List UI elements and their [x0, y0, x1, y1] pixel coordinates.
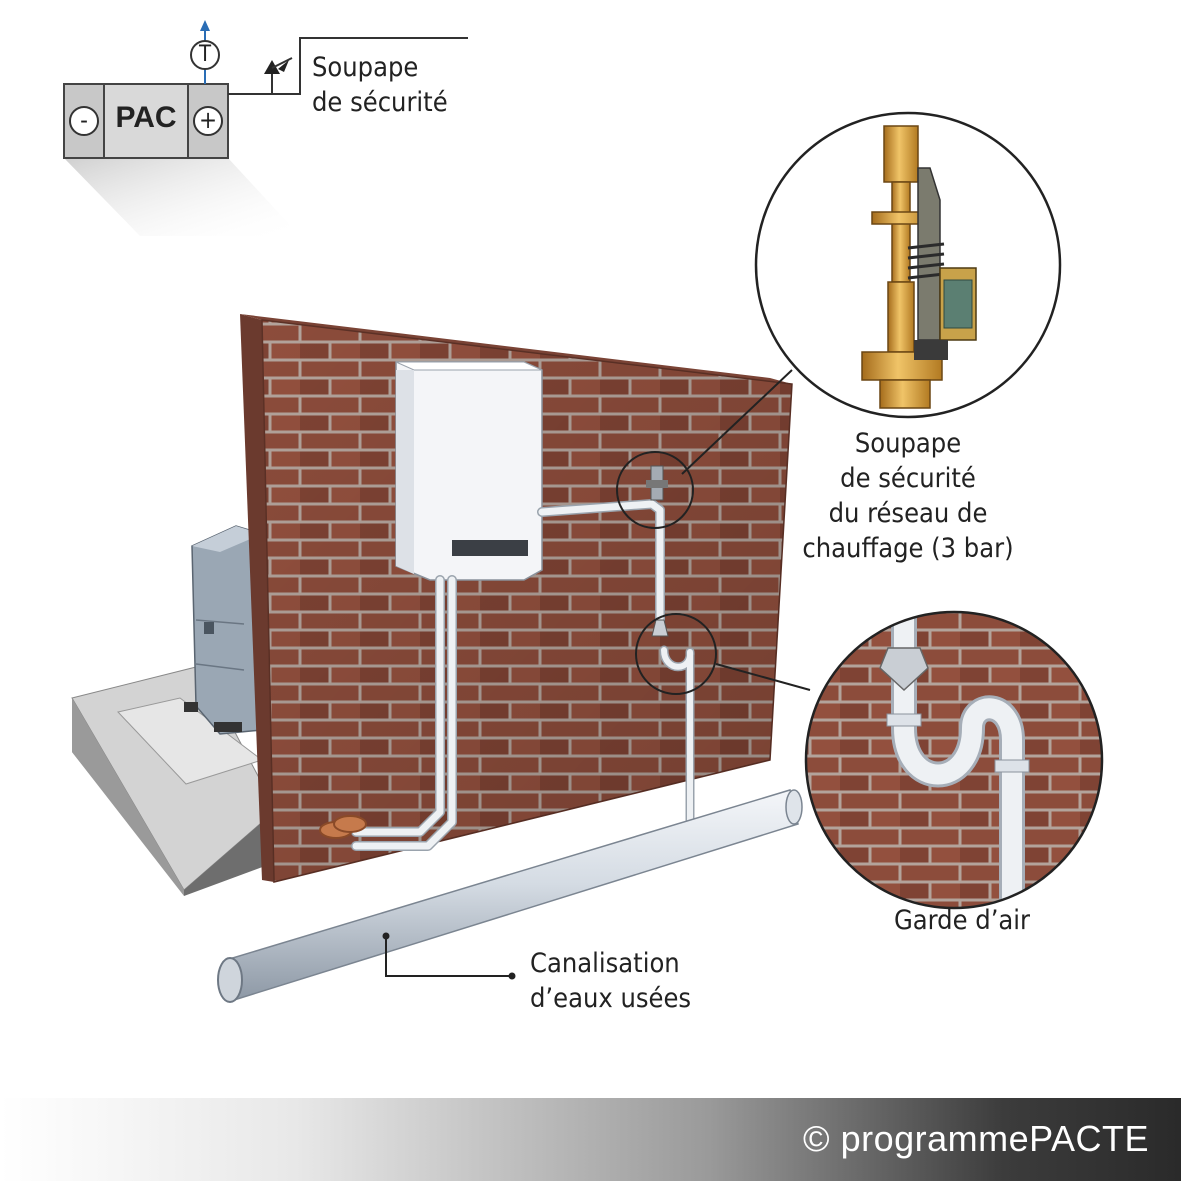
pac-label: PAC — [115, 101, 177, 134]
up-arrow-icon — [200, 20, 210, 31]
minus-label: - — [80, 106, 88, 134]
thermometer-icon — [190, 40, 220, 70]
thermometer-label: T — [198, 42, 212, 67]
legend-diagram — [63, 20, 468, 236]
boiler — [395, 361, 543, 581]
boiler-display — [452, 540, 528, 556]
airgap-callout-label: Garde d’air — [893, 905, 1031, 936]
pipes — [319, 499, 695, 851]
copyright-text: © programmePACTE — [803, 1118, 1149, 1159]
footer-bar: © programmePACTE — [0, 1098, 1181, 1181]
wall-safety-valve — [646, 465, 669, 637]
funnel-icon — [879, 647, 929, 692]
valve-zoom — [754, 111, 1062, 419]
drain-pipe — [217, 789, 803, 1003]
legend-valve-label: Soupape de sécurité — [312, 52, 448, 118]
drain-callout-label: Canalisation d’eaux usées — [530, 948, 692, 1014]
valve-callout-label: Soupape de sécurité du réseau de chauffa… — [802, 428, 1014, 564]
valve-callout-ring — [616, 451, 694, 529]
airgap-callout-ring — [635, 613, 717, 695]
airgap-zoom — [804, 610, 1104, 910]
minus-port — [69, 106, 99, 136]
plus-label: + — [198, 106, 218, 134]
brick-wall — [240, 314, 793, 883]
plus-port — [193, 106, 223, 136]
legend-shadow — [64, 158, 300, 236]
